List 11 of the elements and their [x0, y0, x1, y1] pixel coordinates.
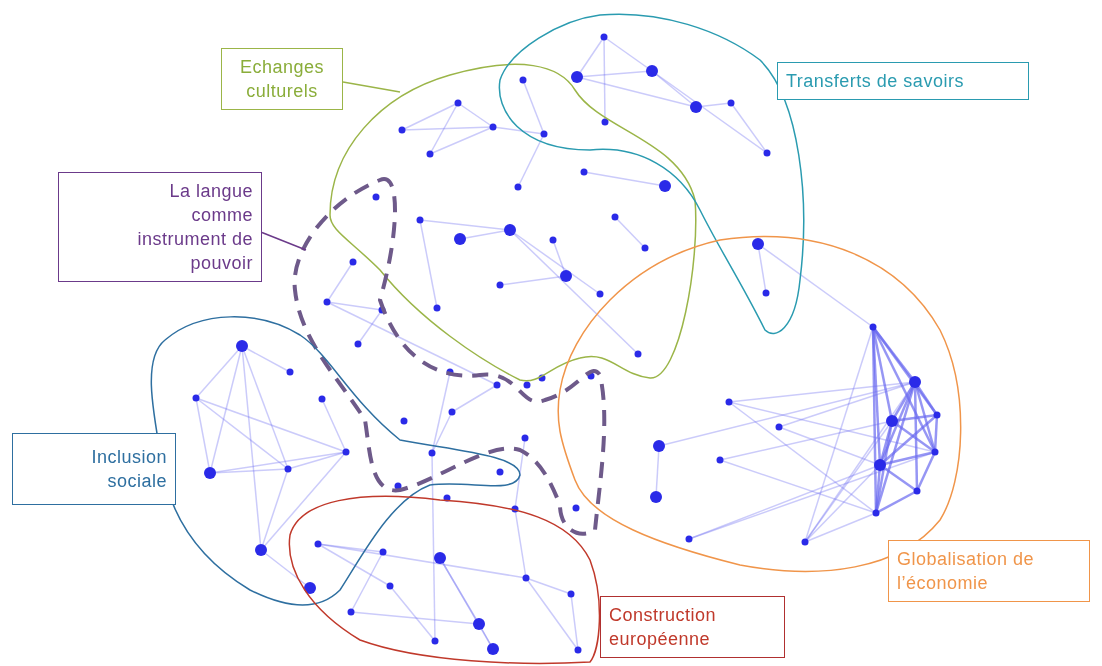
topic-label: Transferts de savoirs	[777, 62, 1029, 100]
region-outline	[329, 63, 697, 382]
region-outline	[292, 176, 607, 536]
topic-label: Echanges culturels	[221, 48, 343, 110]
leader-line	[261, 231, 307, 251]
region-outline	[288, 495, 601, 665]
topic-label: Inclusion sociale	[12, 433, 176, 505]
topic-label: Construction européenne	[600, 596, 785, 658]
topic-label: La langue comme instrument de pouvoir	[58, 172, 262, 282]
topic-label: Globalisation de l’économie	[888, 540, 1090, 602]
leader-line	[342, 81, 401, 93]
